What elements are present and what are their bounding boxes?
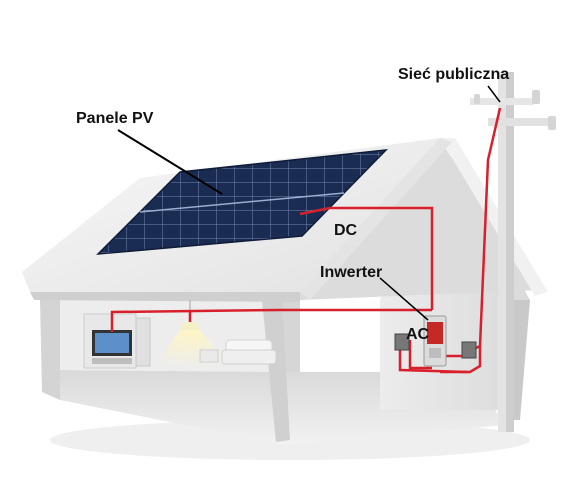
label-grid: Sieć publiczna: [398, 66, 510, 83]
inverter-callout-line: [379, 277, 429, 321]
partition-wall: [280, 292, 300, 372]
label-dc: DC: [334, 222, 358, 239]
distribution-box: [394, 333, 410, 351]
support-pillar: [262, 300, 290, 442]
label-inverter: Inwerter: [320, 264, 383, 281]
grid-callout-line: [487, 85, 501, 103]
solar-panel-array: [96, 149, 388, 255]
roof-right-slope: [440, 138, 548, 296]
tv-unit: [83, 313, 137, 369]
roof-eave: [30, 292, 300, 302]
roof-ridge-edge: [300, 138, 452, 300]
inverter-device: [423, 315, 447, 367]
label-ac: AC: [406, 326, 430, 343]
wiring: [110, 107, 502, 374]
utility-pole: [470, 72, 556, 432]
label-pv-panels: Panele PV: [76, 110, 154, 127]
side-table: [199, 349, 219, 363]
pv-callout-line: [117, 129, 223, 195]
sofa: [221, 339, 277, 365]
cabinet: [135, 317, 151, 367]
front-wall-left: [40, 300, 60, 400]
meter-box: [461, 341, 477, 359]
